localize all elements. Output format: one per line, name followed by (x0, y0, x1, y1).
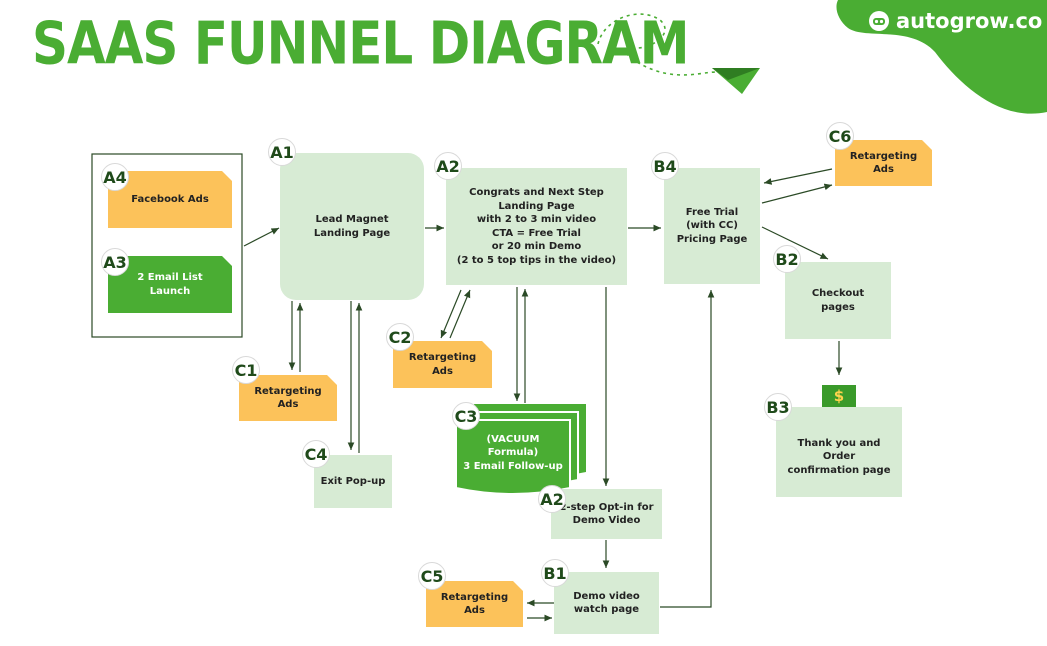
page-title: SAAS FUNNEL DIAGRAM (32, 9, 689, 78)
tag-a1: A1 (268, 138, 296, 166)
robot-face-icon (869, 11, 889, 31)
email-list-launch-node: 2 Email List Launch (137, 272, 203, 297)
paper-plane-icon (712, 68, 760, 94)
arrow-b4-to-c6 (761, 183, 833, 204)
retargeting-c1-note-shape (239, 375, 337, 421)
retargeting-c5-note-shape (426, 581, 523, 627)
dollar-sign: $ (833, 387, 845, 405)
corner-blob (836, 0, 1047, 114)
retargeting-ads-c6-node: Retargeting Ads (849, 150, 918, 176)
retargeting-ads-c2-node: Retargeting Ads (408, 352, 477, 377)
retargeting-c2-note-shape (393, 341, 492, 388)
email-stack-shape (455, 404, 586, 495)
tag-c4: C4 (302, 440, 330, 468)
tag-a4: A4 (101, 163, 129, 191)
traffic-sources-frame (91, 153, 243, 338)
arrow-b1-to-b4 (660, 290, 715, 608)
checkout-pages-node: Checkout pages (785, 262, 891, 339)
free-trial-pricing-node: Free Trial (with CC) Pricing Page (664, 168, 760, 284)
retargeting-ads-c1-node: Retargeting Ads (254, 385, 322, 411)
tag-b2: B2 (773, 245, 801, 273)
lead-magnet-landing-node: Lead Magnet Landing Page (280, 153, 424, 300)
congrats-landing-node: Congrats and Next Step Landing Page with… (446, 168, 627, 285)
tag-c1: C1 (232, 356, 260, 384)
tag-a2-optin: A2 (538, 485, 566, 513)
tag-b1: B1 (541, 559, 569, 587)
brand[interactable]: autogrow.co (868, 6, 1042, 36)
facebook-ads-note-shape (108, 171, 232, 228)
arrow-sources-to-a1 (243, 227, 280, 247)
exit-popup-node: Exit Pop-up (314, 455, 392, 508)
tag-c2: C2 (386, 323, 414, 351)
arrow-c2-to-a2 (449, 289, 471, 339)
demo-video-watch-node: Demo video watch page (554, 572, 659, 634)
dashed-flight-path (597, 13, 717, 76)
thank-you-node: Thank you and Order confirmation page (776, 407, 902, 497)
retargeting-ads-c5-node: Retargeting Ads (440, 591, 509, 617)
email-follow-up-node: (VACUUM Formula) 3 Email Follow-up (463, 433, 563, 472)
two-step-optin-node: 2-step Opt-in for Demo Video (551, 489, 662, 539)
facebook-ads-node: Facebook Ads (131, 193, 209, 205)
brand-name: autogrow.co (896, 9, 1043, 33)
tag-c6: C6 (826, 122, 854, 150)
tag-a3: A3 (101, 248, 129, 276)
retargeting-c6-note-shape (835, 140, 932, 186)
tag-c3: C3 (452, 402, 480, 430)
tag-b4: B4 (651, 152, 679, 180)
arrow-b4-to-b2 (761, 226, 829, 260)
arrow-c6-to-b4 (763, 168, 833, 185)
tag-a2-main: A2 (434, 152, 462, 180)
tag-c5: C5 (418, 562, 446, 590)
tag-b3: B3 (764, 393, 792, 421)
email-launch-note-shape (108, 256, 232, 313)
arrow-a2-to-c2 (440, 289, 462, 339)
